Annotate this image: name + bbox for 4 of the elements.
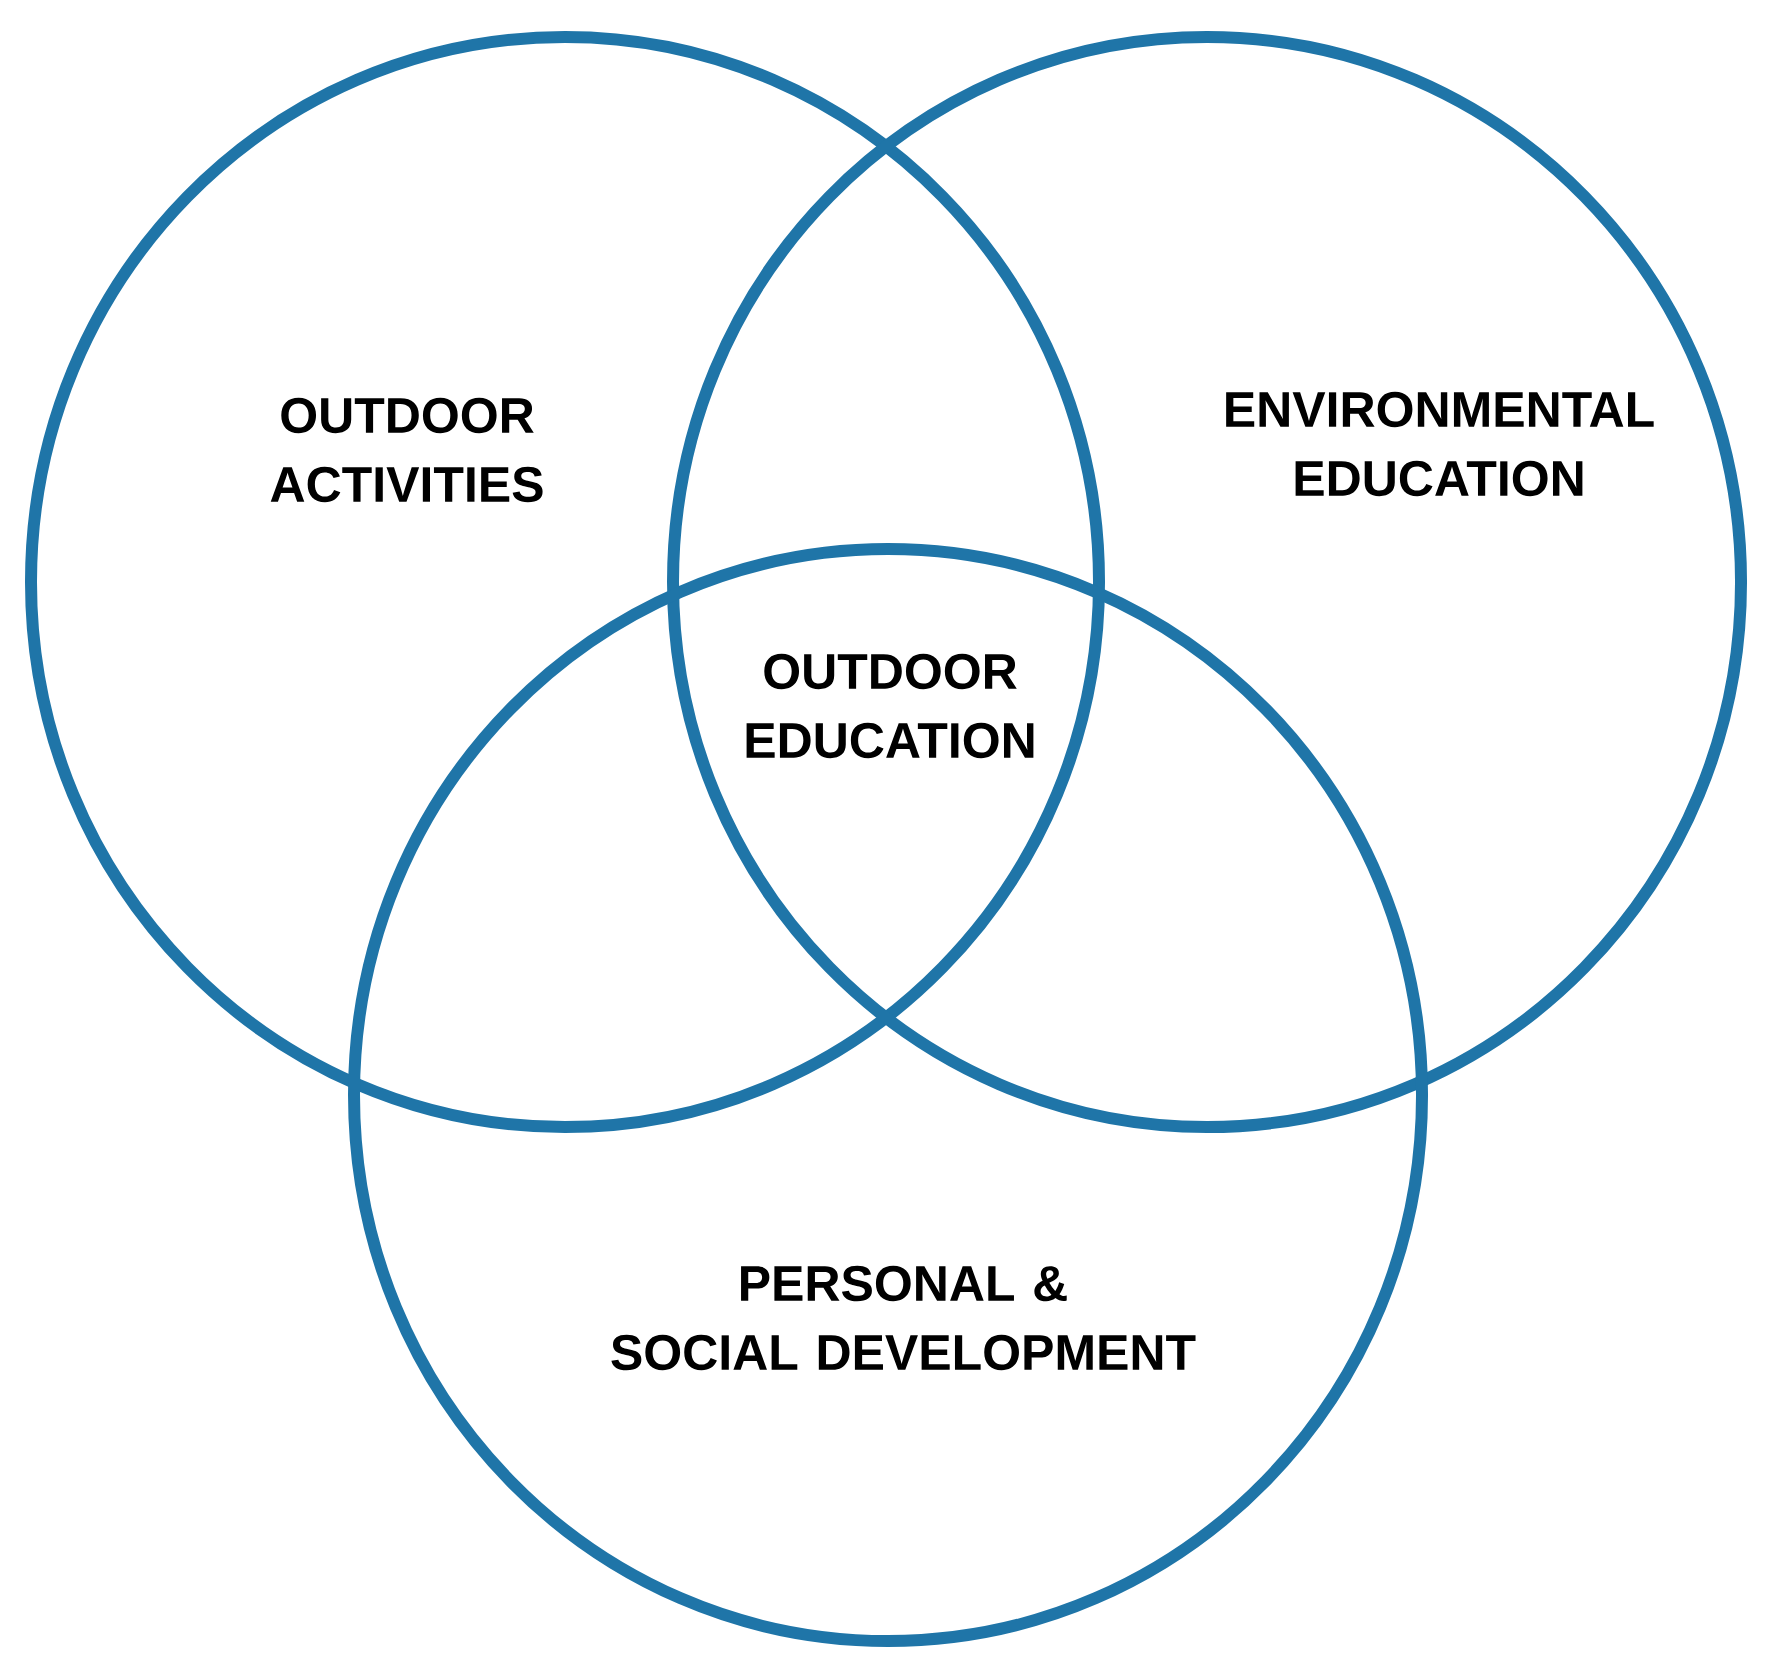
set-label: OUTDOOR ACTIVITIES bbox=[270, 397, 543, 503]
set-label: PERSONAL & SOCIAL DEVELOPMENT bbox=[611, 1265, 1196, 1371]
center-label: OUTDOOR EDUCATION bbox=[746, 653, 1034, 759]
set-label: ENVIRONMENTAL EDUCATION bbox=[1226, 391, 1654, 497]
